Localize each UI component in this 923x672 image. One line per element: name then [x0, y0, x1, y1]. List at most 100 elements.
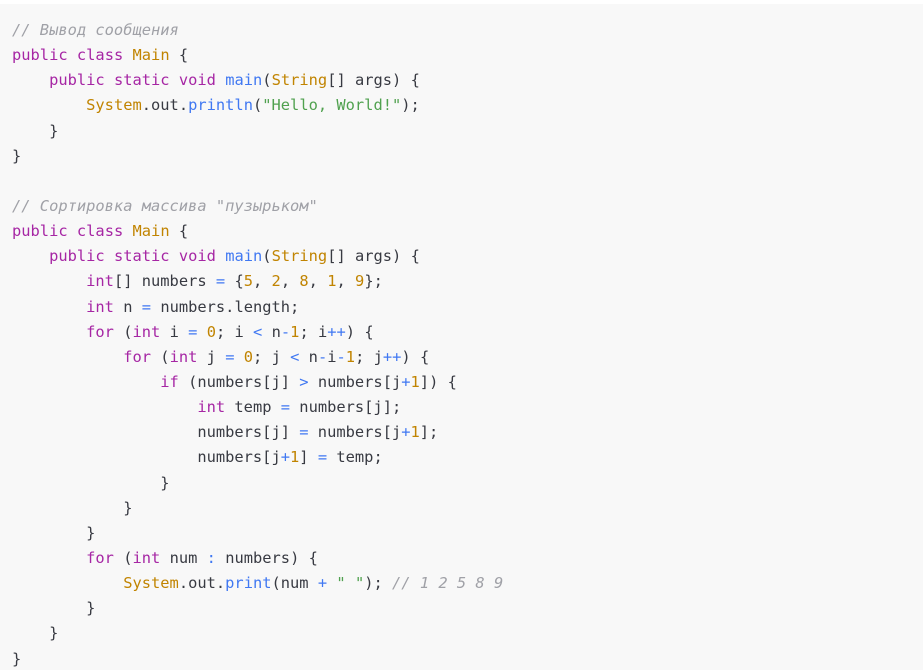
code-token: numbers.length; [151, 297, 300, 316]
code-token: Main [132, 222, 170, 241]
code-token: numbers) { [215, 548, 318, 567]
code-line: for (int i = 0; i < n-1; i++) { [12, 320, 923, 345]
code-token: < [253, 322, 263, 341]
code-line [12, 169, 923, 194]
code-token: numbers[j [308, 423, 402, 442]
code-token [12, 298, 86, 316]
code-token: 2 [271, 272, 281, 291]
code-token: System [123, 574, 179, 593]
code-token: // Сортировка массива "пузырьком" [12, 196, 318, 215]
code-token [12, 398, 197, 416]
code-line: numbers[j] = numbers[j+1]; [12, 420, 923, 445]
code-token [12, 549, 86, 567]
code-token: + [280, 448, 290, 467]
code-lines: // Вывод сообщения public class Main { pu… [12, 18, 923, 672]
code-token [327, 574, 336, 592]
code-token [12, 71, 49, 89]
code-token: class [76, 46, 124, 65]
code-token: + [401, 372, 411, 391]
code-token: int [169, 347, 198, 366]
code-token [170, 247, 179, 265]
code-token [105, 71, 114, 89]
code-token: = [299, 423, 309, 442]
code-token: 1 [290, 322, 300, 341]
code-token: [] numbers [113, 272, 216, 291]
code-token: static [113, 71, 170, 90]
code-token [234, 348, 243, 366]
code-token: } [12, 624, 59, 643]
code-token: String [271, 247, 328, 266]
code-token: = [225, 347, 235, 366]
code-line: System.out.println("Hello, World!"); [12, 93, 923, 118]
code-token: = [317, 448, 328, 467]
code-token: ; j [355, 347, 383, 366]
code-line: int n = numbers.length; [12, 295, 923, 320]
code-token: ( [151, 347, 170, 366]
code-token: , [336, 272, 356, 291]
code-token: : [206, 548, 216, 567]
code-line: } [12, 471, 923, 496]
code-token: 8 [299, 272, 309, 291]
code-token: public [12, 222, 68, 241]
code-token: { [225, 272, 244, 291]
code-token: 1 [327, 272, 337, 291]
code-token: " " [336, 574, 365, 593]
code-token: void [178, 71, 216, 90]
code-token: ( [252, 96, 263, 115]
code-token [12, 272, 86, 290]
code-token: = [141, 297, 152, 316]
code-token: Main [132, 46, 170, 65]
code-token: ] [299, 448, 318, 467]
code-token: (numbers[j] [178, 372, 300, 391]
code-token: }; [364, 272, 383, 291]
code-token [216, 71, 225, 89]
code-token: int [132, 548, 161, 567]
code-token: - [336, 347, 346, 366]
code-token: 9 [355, 272, 365, 291]
code-token: , [253, 272, 272, 291]
code-line: System.out.print(num + " "); // 1 2 5 8 … [12, 571, 923, 596]
code-token: "Hello, World!" [262, 96, 402, 115]
code-token: } [12, 473, 170, 492]
code-token [105, 247, 114, 265]
code-line: } [12, 621, 923, 646]
code-token: class [76, 222, 124, 241]
code-line: public static void main(String[] args) { [12, 244, 923, 269]
code-token: public [49, 247, 105, 266]
code-token: } [12, 498, 133, 517]
code-token: n [113, 297, 142, 316]
code-token: ; i [299, 322, 328, 341]
code-token: - [280, 322, 291, 341]
code-token: ( [113, 322, 133, 341]
code-token: main [225, 247, 263, 266]
code-line: int temp = numbers[j]; [12, 395, 923, 420]
code-token: ; j [253, 347, 291, 366]
code-line: } [12, 647, 923, 672]
code-token: 1 [290, 448, 300, 467]
code-line: public class Main { [12, 43, 923, 68]
code-token: 1 [345, 347, 356, 366]
code-token: ]; [419, 423, 439, 442]
code-token: + [317, 574, 328, 593]
code-token: // Вывод сообщения [12, 21, 179, 39]
code-line: } [12, 596, 923, 621]
code-token [12, 96, 86, 114]
code-line: // Сортировка массива "пузырьком" [12, 194, 923, 219]
code-token: ( [262, 71, 272, 90]
code-token: int [197, 398, 226, 417]
code-token: ); [401, 96, 420, 115]
code-token: temp; [327, 448, 383, 467]
code-token: 0 [206, 322, 216, 341]
code-line: for (int j = 0; j < n-i-1; j++) { [12, 345, 923, 370]
code-token: } [12, 599, 96, 618]
code-token: ) { [345, 322, 374, 341]
code-token: 5 [243, 272, 253, 291]
code-token: } [12, 121, 59, 140]
code-token: } [12, 146, 22, 165]
code-token: , [280, 272, 300, 291]
code-token: println [188, 96, 253, 115]
code-token: if [160, 372, 179, 391]
code-token [12, 323, 86, 341]
code-line: numbers[j+1] = temp; [12, 445, 923, 470]
code-token: numbers[j] [12, 423, 300, 442]
